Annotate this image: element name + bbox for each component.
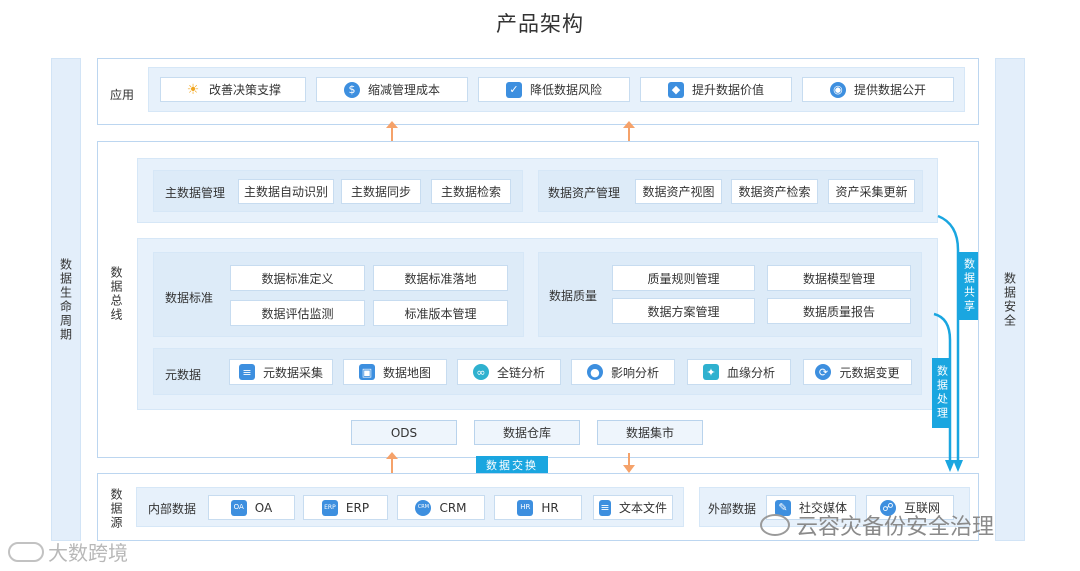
quality-item: 数据方案管理: [612, 298, 755, 324]
data-standard-label: 数据标准: [165, 291, 214, 305]
lineage-icon: ✦: [702, 364, 719, 380]
app-item-value: ◆提升数据价值: [640, 77, 792, 102]
data-flow-arrows: [933, 214, 963, 472]
quality-item: 数据模型管理: [767, 265, 911, 291]
change-icon: ⟳: [815, 364, 832, 380]
master-item: 主数据同步: [341, 179, 421, 204]
metadata-item: ≡元数据采集: [229, 359, 333, 385]
up-arrow-icon: [623, 121, 635, 142]
master-item: 主数据检索: [431, 179, 511, 204]
data-share-tag: 数据共享: [959, 252, 978, 320]
metadata-label: 元数据: [165, 368, 202, 382]
internal-data-label: 内部数据: [148, 502, 197, 516]
source-item-internet: ☍互联网: [866, 495, 954, 520]
app-item-risk: ✓降低数据风险: [478, 77, 630, 102]
page-title: 产品架构: [496, 12, 584, 36]
globe-icon: ☍: [879, 499, 896, 516]
security-label: 数据安全: [1002, 271, 1017, 328]
master-item: 主数据自动识别: [238, 179, 334, 204]
piggy-bank-icon: $: [343, 81, 360, 98]
asset-item: 数据资产视图: [635, 179, 722, 204]
shield-icon: ✓: [505, 81, 522, 98]
data-exchange-tag: 数据交换: [476, 456, 548, 474]
oa-icon: OA: [230, 499, 247, 516]
storage-warehouse: 数据仓库: [474, 420, 580, 445]
database-icon: ≡: [238, 364, 255, 380]
watermark-left: 大数跨境: [8, 537, 128, 566]
up-arrow-icon: [386, 121, 398, 142]
source-item-file: ≡文本文件: [593, 495, 673, 520]
erp-icon: ERP: [321, 499, 338, 516]
eye-icon: ◉: [829, 81, 846, 98]
data-quality-label: 数据质量: [549, 289, 598, 303]
standard-item: 数据评估监测: [230, 300, 365, 326]
metadata-item: ✦血缘分析: [687, 359, 791, 385]
storage-ods: ODS: [351, 420, 457, 445]
diamond-icon: ◆: [667, 81, 684, 98]
app-item-decision: ☀改善决策支撑: [160, 77, 306, 102]
metadata-item: ∞全链分析: [457, 359, 561, 385]
asset-mgmt-label: 数据资产管理: [548, 186, 621, 200]
crm-icon: CRM: [415, 499, 432, 516]
file-icon: ≡: [598, 499, 611, 516]
asset-item: 数据资产检索: [731, 179, 818, 204]
quality-item: 数据质量报告: [767, 298, 911, 324]
map-icon: ▣: [358, 364, 375, 380]
impact-icon: ●: [586, 364, 603, 380]
data-bus-label: 数据总线: [109, 266, 123, 322]
master-data-label: 主数据管理: [165, 186, 226, 200]
storage-mart: 数据集市: [597, 420, 703, 445]
standard-item: 数据标准定义: [230, 265, 365, 291]
wechat-icon: [760, 514, 790, 536]
lightbulb-icon: ☀: [186, 81, 200, 98]
quality-item: 质量规则管理: [612, 265, 755, 291]
external-data-label: 外部数据: [708, 502, 757, 516]
application-label: 应用: [110, 88, 135, 102]
hr-icon: HR: [517, 499, 534, 516]
watermark-logo-icon: [8, 541, 44, 562]
link-icon: ∞: [472, 364, 489, 380]
lifecycle-sidebar: 数据生命周期: [51, 58, 81, 541]
social-icon: ✎: [774, 499, 791, 516]
standard-item: 数据标准落地: [373, 265, 508, 291]
app-item-cost: $缩减管理成本: [316, 77, 468, 102]
standard-item: 标准版本管理: [373, 300, 508, 326]
watermark-right: 云容灾备份安全治理: [760, 509, 994, 541]
metadata-item: ⟳元数据变更: [803, 359, 912, 385]
asset-item: 资产采集更新: [828, 179, 915, 204]
metadata-item: ▣数据地图: [343, 359, 447, 385]
down-arrow-icon: [623, 453, 635, 473]
data-process-tag: 数据处理: [932, 358, 951, 428]
data-source-label: 数据源: [109, 488, 123, 530]
security-sidebar: 数据安全: [995, 58, 1025, 541]
up-arrow-icon: [386, 452, 398, 473]
lifecycle-label: 数据生命周期: [58, 257, 73, 342]
app-item-open: ◉提供数据公开: [802, 77, 954, 102]
metadata-item: ●影响分析: [571, 359, 675, 385]
